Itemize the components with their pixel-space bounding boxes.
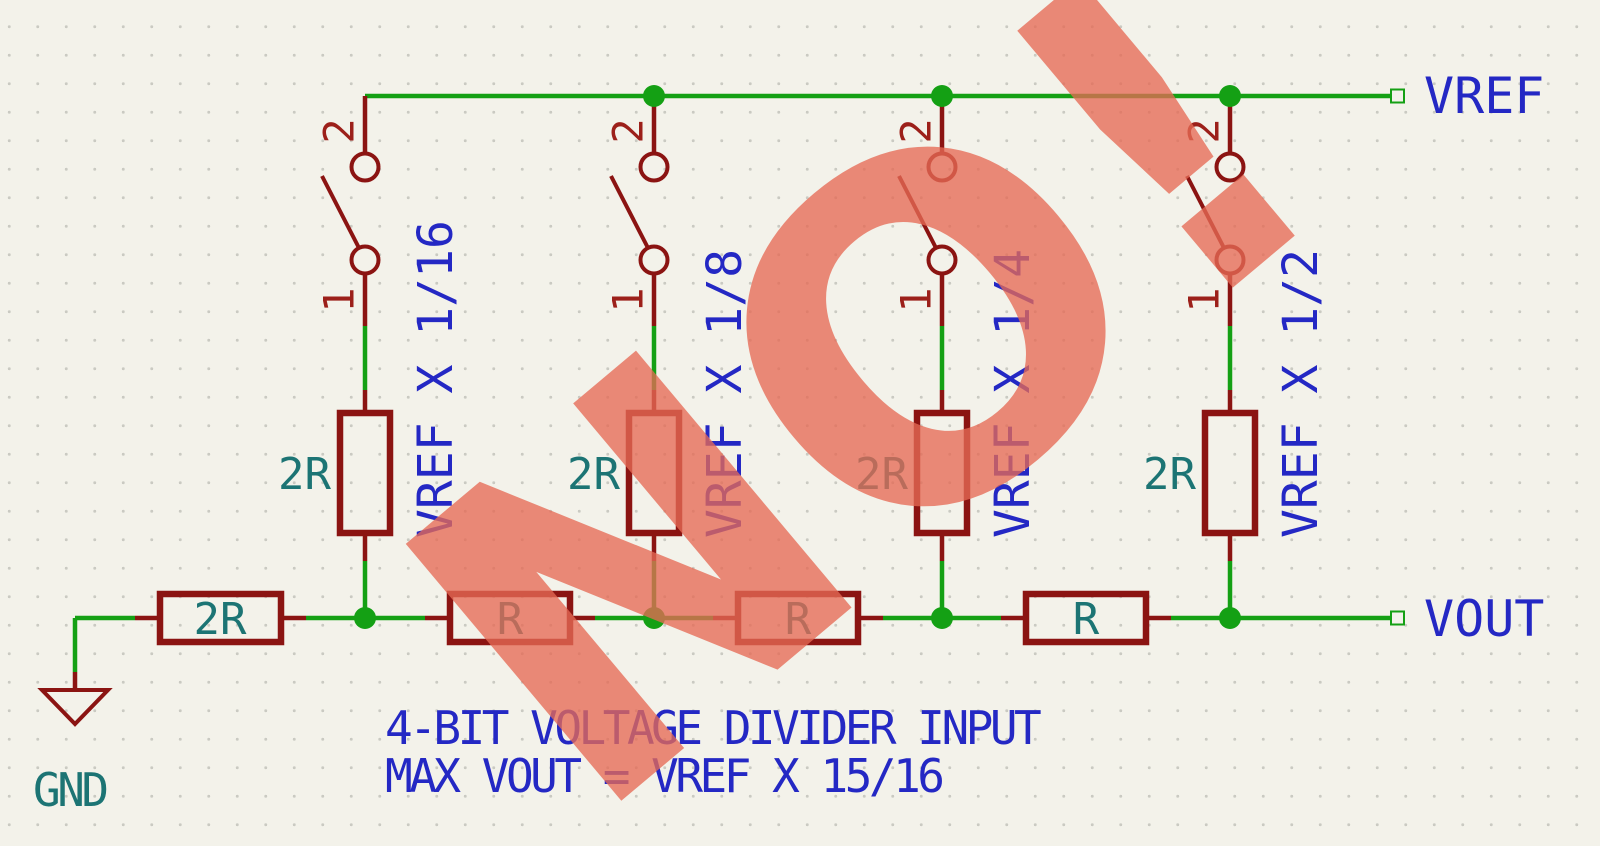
gnd-label: GND (33, 763, 106, 817)
switch-pin-circle (638, 244, 670, 276)
resistor-body (1201, 409, 1259, 537)
pin-number-label: 2 (604, 118, 653, 143)
switch-lever (897, 175, 938, 249)
dac-branch-3: 2 1 2R VREF X 1/4 (855, 85, 1041, 616)
dac-branch-4: 2 1 2R VREF X 1/2 (1143, 85, 1329, 616)
junction-dot (1219, 85, 1241, 107)
junction-dot (1219, 607, 1241, 629)
tap-voltage-label: VREF X 1/2 (1273, 249, 1329, 538)
resistor-body (1022, 590, 1150, 646)
junction-dot (931, 607, 953, 629)
note-line-2: MAX VOUT = VREF X 15/16 (385, 749, 942, 803)
vout-terminal: VOUT (1390, 590, 1544, 648)
resistor-body (913, 409, 971, 537)
switch-pin-circle (638, 151, 670, 183)
note-line-1: 4-BIT VOLTAGE DIVIDER INPUT (385, 701, 1041, 755)
vout-terminal-square (1390, 610, 1405, 626)
switch-lever (320, 175, 361, 249)
junction-dot (643, 607, 665, 629)
dac-branch-2: 2 1 2R VREF X 1/8 (567, 85, 753, 616)
switch-lever (1185, 175, 1226, 249)
junction-dot (354, 607, 376, 629)
junction-dot (643, 85, 665, 107)
resistor-body (446, 590, 574, 646)
switch-pin-circle (926, 151, 958, 183)
switch-pin-circle (349, 151, 381, 183)
pin-number-label: 1 (892, 287, 941, 312)
resistor-value-label: R (497, 594, 524, 645)
switch-pin-circle (926, 244, 958, 276)
junction-dot (931, 85, 953, 107)
resistor-value-label: 2R (855, 449, 908, 500)
pin-number-label: 1 (1180, 287, 1229, 312)
vref-label: VREF (1424, 67, 1544, 125)
switch-pin-circle (1214, 244, 1246, 276)
tap-voltage-label: VREF X 1/16 (408, 220, 464, 538)
switch-lever (609, 175, 650, 249)
dac-branch-1: 2 1 2R VREF X 1/16 (278, 96, 464, 616)
ladder-resistors: 2R R R R (135, 590, 1171, 646)
pin-number-label: 1 (315, 287, 364, 312)
vref-terminal: VREF (1390, 67, 1544, 125)
pin-number-label: 2 (1180, 118, 1229, 143)
resistor-value-label: R (1073, 594, 1100, 645)
resistor-body (734, 590, 862, 646)
gnd-symbol: GND (33, 672, 113, 817)
resistor-value-label: R (785, 594, 812, 645)
resistor-body (625, 409, 683, 537)
resistor-value-label: 2R (1143, 449, 1196, 500)
gnd-triangle (37, 688, 113, 727)
tap-voltage-label: VREF X 1/8 (697, 249, 753, 538)
switch-pin-circle (349, 244, 381, 276)
vout-label: VOUT (1424, 590, 1544, 648)
pin-number-label: 2 (315, 118, 364, 143)
resistor-body (336, 409, 394, 537)
vref-terminal-square (1390, 88, 1405, 104)
resistor-value-label: 2R (194, 594, 247, 645)
resistor-body (156, 590, 285, 646)
switch-pin-circle (1214, 151, 1246, 183)
tap-voltage-label: VREF X 1/4 (985, 249, 1041, 538)
resistor-value-label: 2R (567, 449, 620, 500)
pin-number-label: 1 (604, 287, 653, 312)
pin-number-label: 2 (892, 118, 941, 143)
resistor-value-label: 2R (278, 449, 331, 500)
